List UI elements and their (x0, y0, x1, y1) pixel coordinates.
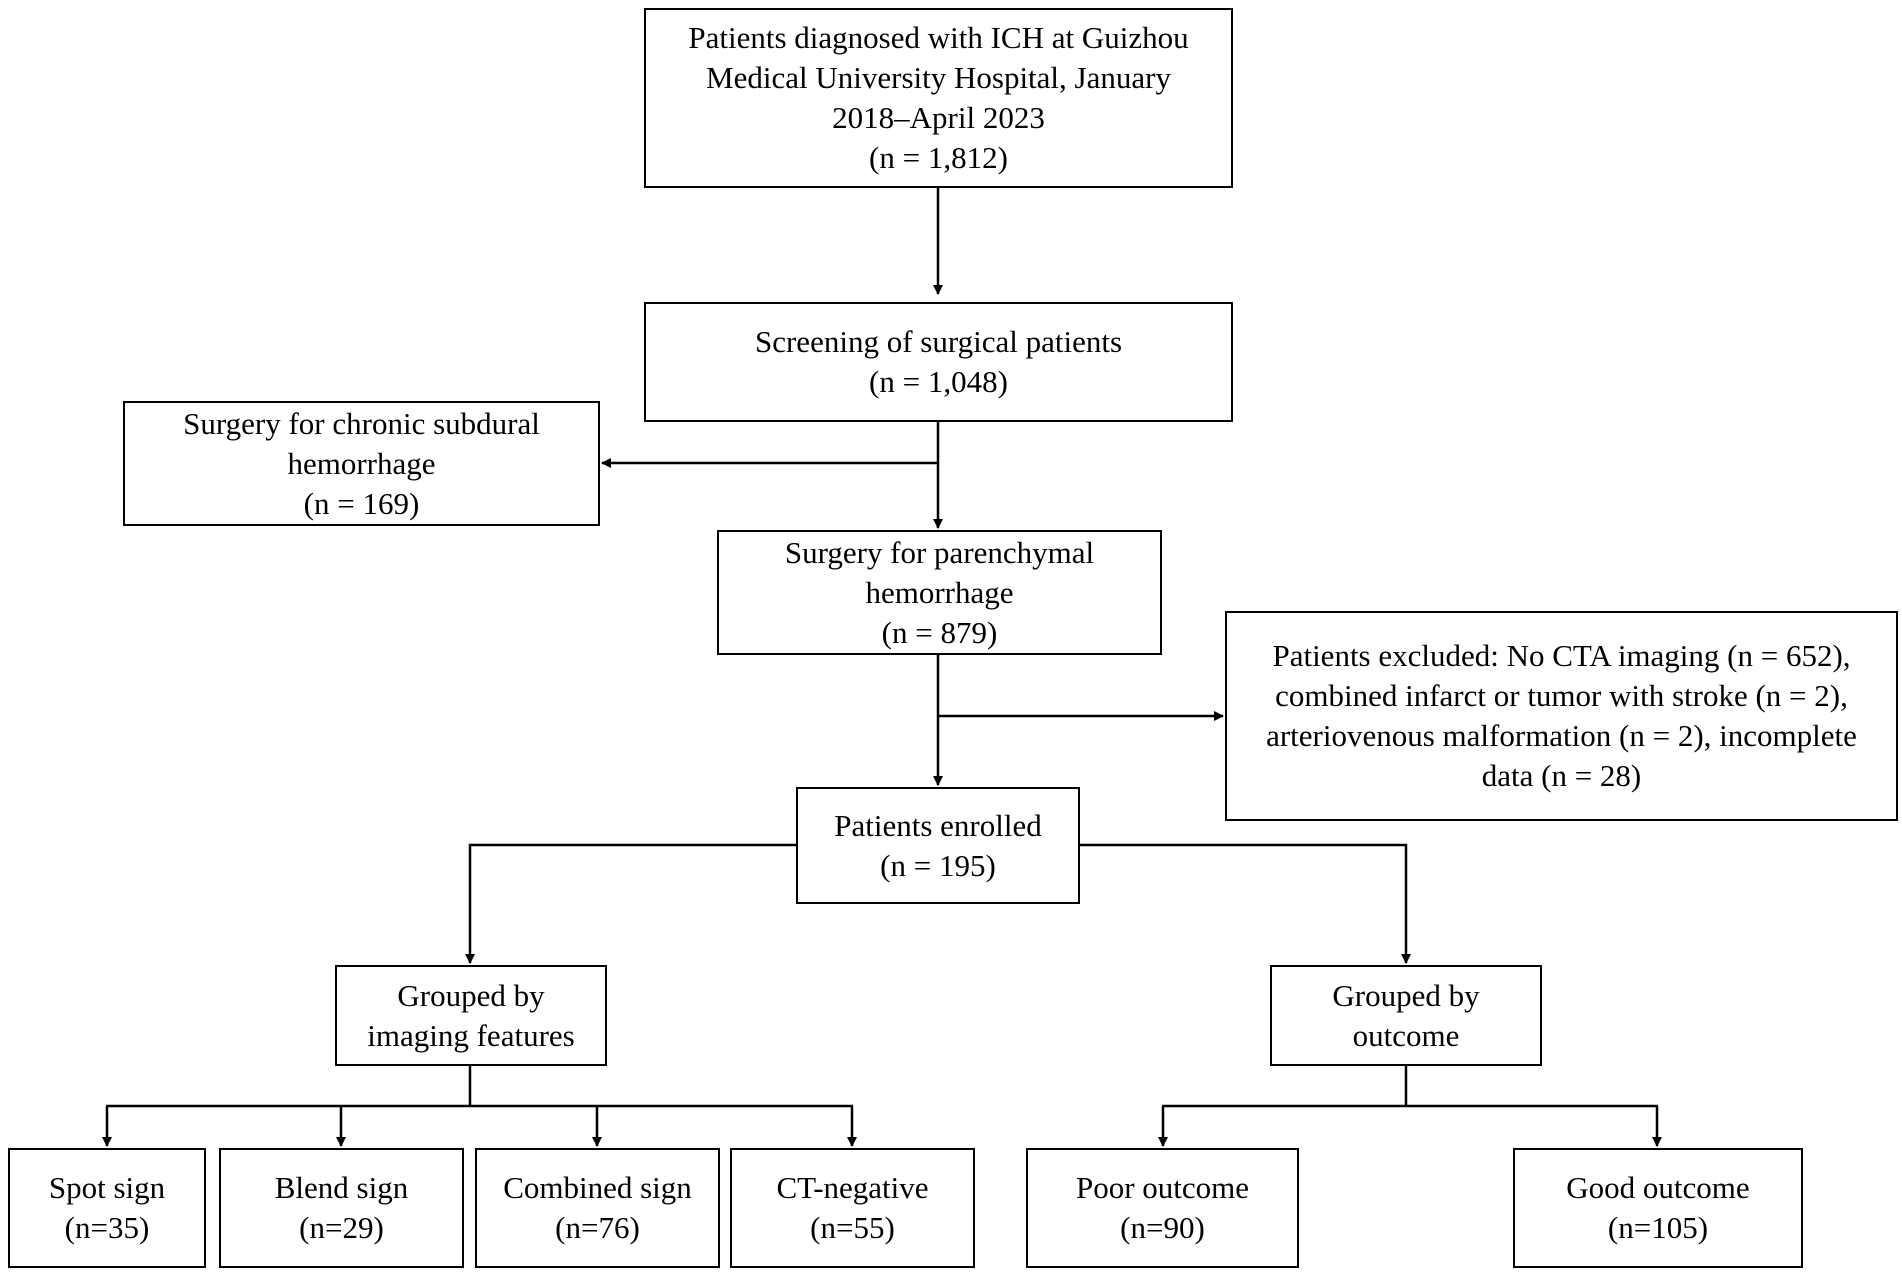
node-poor-outcome-line-1: Poor outcome (1075, 1170, 1250, 1205)
node-combined-sign-line-1: Combined sign (503, 1170, 692, 1205)
node-poor-outcome: Poor outcome (n=90) (1026, 1148, 1299, 1268)
node-excluded-line-1: Patients excluded: No CTA imaging (n = 6… (1272, 638, 1851, 673)
node-good-outcome-count: (n=105) (1607, 1210, 1709, 1245)
node-blend-sign-line-1: Blend sign (274, 1170, 409, 1205)
node-combined-sign: Combined sign (n=76) (475, 1148, 720, 1268)
node-enrolled: Patients enrolled (n = 195) (796, 787, 1080, 904)
node-ct-negative-line-1: CT-negative (776, 1170, 929, 1205)
node-excluded-line-4: data (n = 28) (1481, 758, 1642, 793)
node-group-imaging-line-2: imaging features (367, 1017, 575, 1053)
node-chronic-subdural-line-2: hemorrhage (287, 445, 436, 481)
node-parenchymal: Surgery for parenchymal hemorrhage (n = … (717, 530, 1162, 655)
node-screening: Screening of surgical patients (n = 1,04… (644, 302, 1233, 422)
node-group-outcome-line-1: Grouped by (1332, 977, 1480, 1013)
node-poor-outcome-count: (n=90) (1120, 1210, 1205, 1245)
node-chronic-subdural: Surgery for chronic subdural hemorrhage … (123, 401, 600, 526)
node-good-outcome: Good outcome (n=105) (1513, 1148, 1803, 1268)
node-chronic-subdural-count: (n = 169) (303, 485, 420, 521)
node-good-outcome-line-1: Good outcome (1566, 1170, 1750, 1205)
node-excluded: Patients excluded: No CTA imaging (n = 6… (1225, 611, 1898, 821)
node-ct-negative-count: (n=55) (810, 1210, 895, 1245)
node-enrolled-line-1: Patients enrolled (834, 807, 1042, 843)
node-parenchymal-count: (n = 879) (881, 614, 998, 650)
node-parenchymal-line-1: Surgery for parenchymal (784, 534, 1095, 570)
node-diagnosed: Patients diagnosed with ICH at Guizhou M… (644, 8, 1233, 188)
node-blend-sign: Blend sign (n=29) (219, 1148, 464, 1268)
node-parenchymal-line-2: hemorrhage (865, 574, 1014, 610)
node-group-outcome-line-2: outcome (1352, 1017, 1460, 1053)
node-group-imaging: Grouped by imaging features (335, 965, 607, 1066)
node-ct-negative: CT-negative (n=55) (730, 1148, 975, 1268)
node-diagnosed-line-2: Medical University Hospital, January (706, 60, 1171, 95)
node-diagnosed-line-3: 2018–April 2023 (832, 100, 1045, 135)
node-spot-sign: Spot sign (n=35) (8, 1148, 206, 1268)
node-diagnosed-line-1: Patients diagnosed with ICH at Guizhou (688, 20, 1189, 55)
node-chronic-subdural-line-1: Surgery for chronic subdural (183, 405, 540, 441)
node-excluded-line-2: combined infarct or tumor with stroke (n… (1275, 678, 1848, 713)
node-diagnosed-count: (n = 1,812) (869, 140, 1008, 175)
node-combined-sign-count: (n=76) (555, 1210, 640, 1245)
node-spot-sign-line-1: Spot sign (48, 1170, 166, 1205)
node-group-imaging-line-1: Grouped by (397, 977, 545, 1013)
edge-enrolled-to-group-outcome (1080, 843, 1411, 964)
node-screening-line-1: Screening of surgical patients (754, 324, 1123, 359)
node-group-outcome: Grouped by outcome (1270, 965, 1542, 1066)
node-screening-count: (n = 1,048) (869, 364, 1008, 399)
node-enrolled-count: (n = 195) (880, 847, 996, 883)
node-blend-sign-count: (n=29) (299, 1210, 384, 1245)
edge-enrolled-to-group-imaging (465, 843, 796, 964)
node-spot-sign-count: (n=35) (64, 1210, 150, 1245)
node-excluded-line-3: arteriovenous malformation (n = 2), inco… (1266, 718, 1857, 753)
